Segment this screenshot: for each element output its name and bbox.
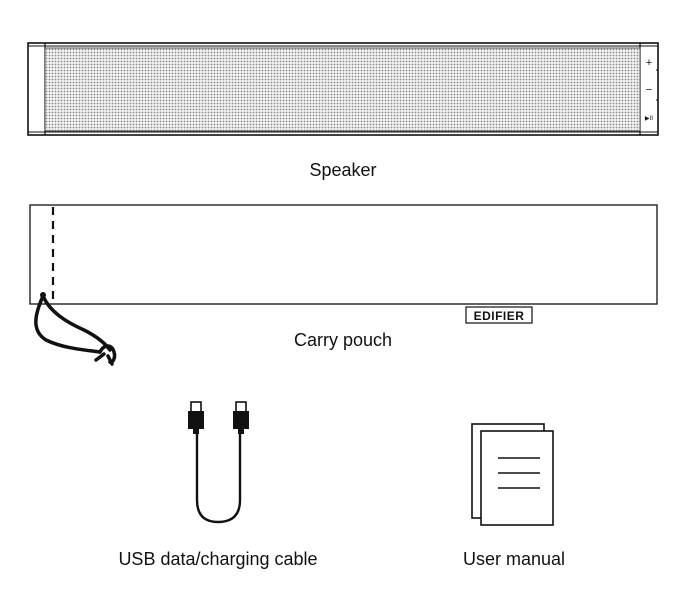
speaker-grille (44, 47, 641, 132)
carry-pouch-label: Carry pouch (293, 330, 393, 350)
user-manual-icon (471, 423, 554, 526)
edifier-brand-text: EDIFIER (474, 309, 525, 323)
speaker-bar-icon (27, 42, 659, 136)
drawstring-cord-icon (34, 292, 117, 366)
play-pause-symbol: ▶II (645, 115, 653, 122)
usb-cable-label: USB data/charging cable (118, 549, 318, 569)
edifier-brand-tag (465, 306, 533, 324)
volume-down-symbol: − (646, 84, 652, 96)
volume-up-symbol: + (646, 57, 652, 69)
carry-pouch-icon (29, 204, 658, 366)
user-manual-label: User manual (462, 549, 566, 569)
speaker-label: Speaker (309, 160, 377, 180)
usb-cable-icon (188, 401, 249, 524)
